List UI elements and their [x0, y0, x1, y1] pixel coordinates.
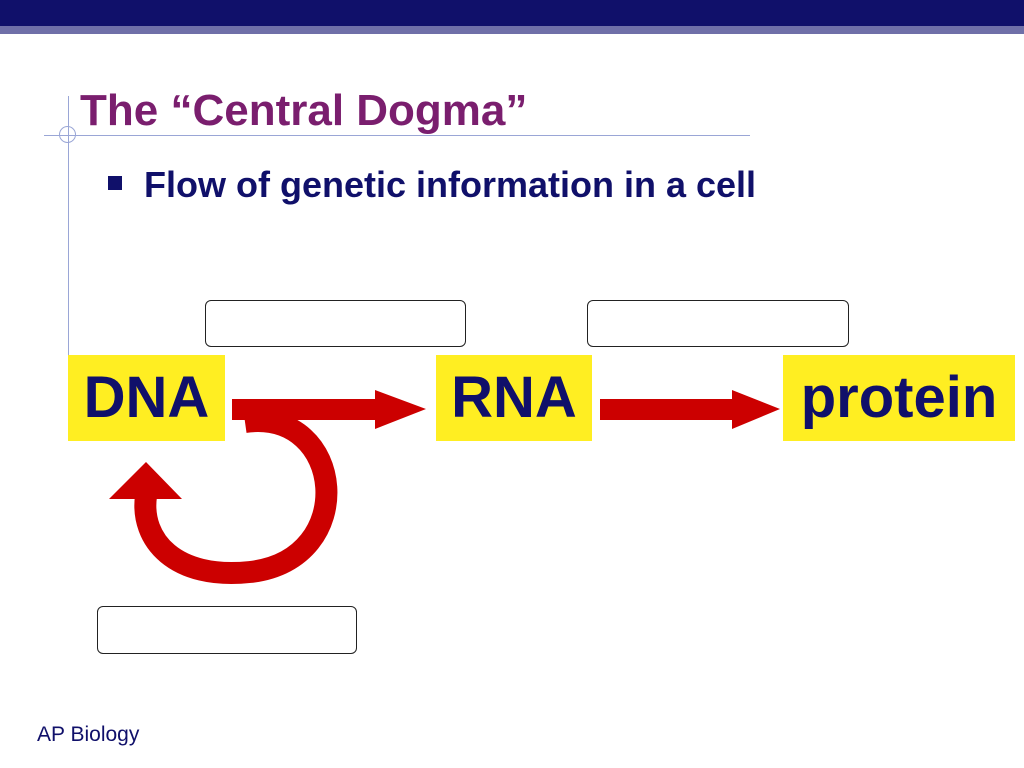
vertical-guide-line	[68, 96, 69, 386]
protein-label: protein	[783, 355, 1015, 441]
translation-blank-box[interactable]	[587, 300, 849, 347]
title-guide-line	[44, 135, 750, 136]
rna-to-protein-arrow	[600, 390, 780, 429]
replication-blank-box[interactable]	[97, 606, 357, 654]
dna-label: DNA	[68, 355, 225, 441]
bullet-text: Flow of genetic information in a cell	[144, 164, 757, 205]
rna-label: RNA	[436, 355, 592, 441]
footer-label: AP Biology	[37, 723, 140, 746]
header-band	[0, 0, 1024, 26]
square-bullet-icon	[108, 176, 122, 190]
header-band-shadow	[0, 26, 1024, 34]
slide-title: The “Central Dogma”	[80, 86, 528, 135]
replication-loop-arrow	[109, 410, 338, 584]
guide-circle-icon	[59, 126, 76, 143]
transcription-blank-box[interactable]	[205, 300, 466, 347]
